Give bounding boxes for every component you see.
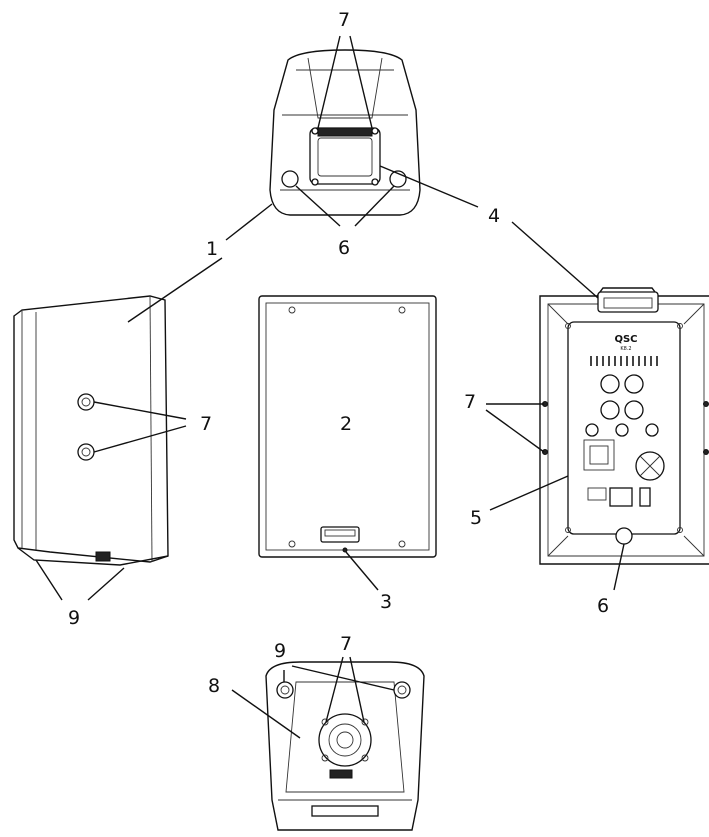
volume-knob [645, 423, 659, 437]
power-inlet [609, 487, 633, 507]
rear-fitting-left-lower [542, 449, 548, 455]
xlr-input-b [624, 374, 644, 394]
gain-knob-b [615, 423, 629, 437]
gain-knob-a [585, 423, 599, 437]
top-view [269, 49, 421, 216]
front-view [258, 295, 437, 558]
callout-6-rear: 6 [597, 595, 609, 617]
bottom-view [265, 661, 425, 831]
callout-7-top: 7 [338, 9, 350, 31]
rear-view: QSC K8.2 [539, 287, 709, 565]
side-view [13, 295, 169, 566]
bottom-foot-right [393, 681, 411, 699]
rear-fitting-right-lower [703, 449, 709, 455]
callout-1: 1 [206, 238, 218, 260]
panel-brand-logo: QSC [614, 334, 637, 345]
callout-7-rear: 7 [464, 391, 476, 413]
rear-socket [615, 527, 633, 545]
rear-fitting-right-upper [703, 401, 709, 407]
side-fitting-upper [77, 393, 95, 411]
callout-8: 8 [208, 675, 220, 697]
front-logo-badge [320, 526, 360, 543]
callout-9-bottom: 9 [274, 640, 286, 662]
side-fitting-lower [77, 443, 95, 461]
xlr-output-a [600, 400, 620, 420]
callout-9-side: 9 [68, 607, 80, 629]
front-led [342, 547, 348, 553]
bottom-foot-left [276, 681, 294, 699]
power-switch [639, 487, 651, 507]
heatsink-vents [590, 356, 658, 366]
leader-lines [35, 35, 625, 739]
callout-2: 2 [340, 413, 352, 435]
callout-4: 4 [488, 205, 500, 227]
callout-7-bottom: 7 [340, 633, 352, 655]
top-socket-left [281, 170, 299, 188]
rear-handle [597, 291, 659, 313]
callout-6-top: 6 [338, 237, 350, 259]
callout-5: 5 [470, 507, 482, 529]
xlr-input-a [600, 374, 620, 394]
callout-3: 3 [380, 591, 392, 613]
xlr-output-b [624, 400, 644, 420]
callout-labels: 7 1 6 4 2 7 3 9 7 5 6 7 9 8 [68, 9, 609, 697]
panel-model-label: K8.2 [620, 346, 631, 352]
pole-cup [318, 713, 372, 767]
callout-7-side: 7 [200, 413, 212, 435]
